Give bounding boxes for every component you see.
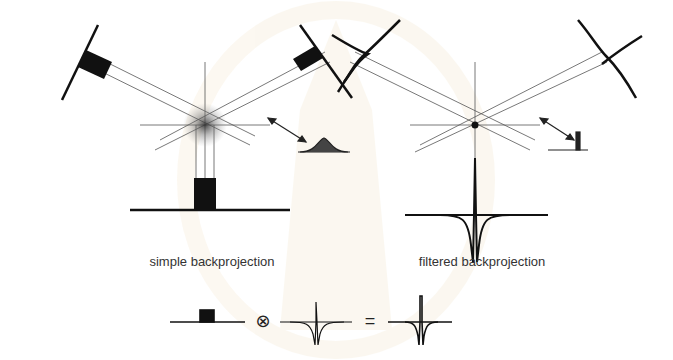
- filtered-profile: [405, 158, 548, 262]
- caption-label: filtered backprojection: [419, 255, 545, 269]
- convolution-symbol: ⊗: [255, 312, 270, 332]
- filtered-detectors: [332, 20, 642, 98]
- watermark: [186, 10, 486, 350]
- filtered-rays: [350, 52, 607, 215]
- blur-profile: [268, 118, 350, 152]
- filtered-pointer: [540, 118, 588, 150]
- simple-profiles: [78, 46, 323, 210]
- equals-symbol: =: [365, 312, 376, 332]
- convolution-equation: [170, 296, 452, 345]
- simple-rays: [82, 52, 330, 210]
- caption-label: simple backprojection: [149, 255, 274, 269]
- simple-detectors: [62, 25, 352, 210]
- blurred-point: [183, 103, 227, 147]
- sharp-point: [472, 122, 479, 129]
